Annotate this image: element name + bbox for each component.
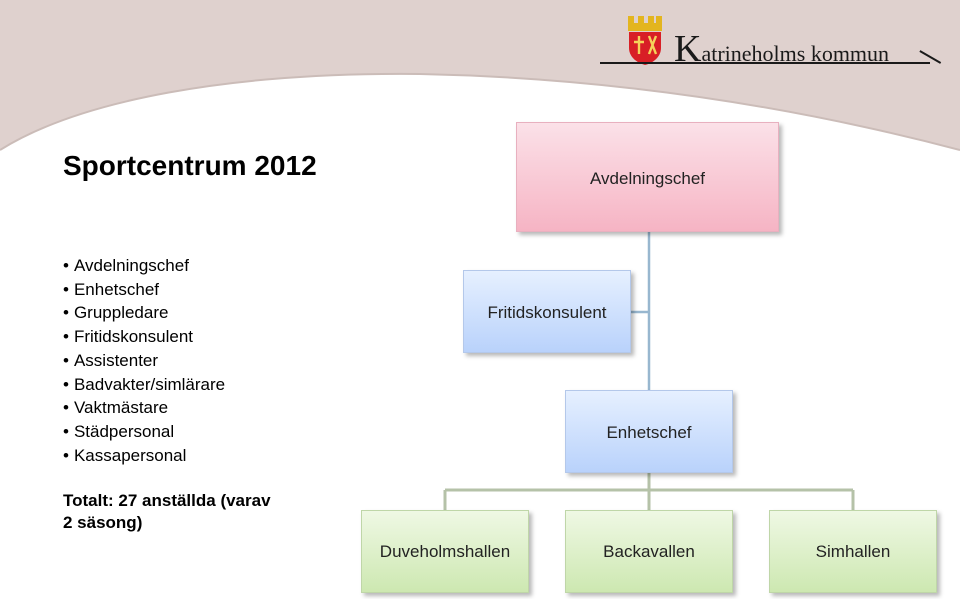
node-label: Enhetschef — [606, 423, 692, 442]
brand-initial: K — [674, 28, 702, 70]
role-item: Kassapersonal — [63, 444, 225, 468]
node-label: Fritidskonsulent — [487, 303, 607, 322]
role-item: Fritidskonsulent — [63, 325, 225, 349]
node-backavallen: Backavallen — [565, 510, 733, 593]
brand-rest: atrineholms kommun — [701, 41, 890, 66]
role-item: Assistenter — [63, 349, 225, 373]
node-label: Duveholmshallen — [379, 542, 511, 561]
total-line-2: 2 säsong) — [63, 513, 143, 532]
node-avdelningschef: Avdelningschef — [516, 122, 779, 232]
brand-underline — [600, 62, 930, 64]
node-fritidskonsulent: Fritidskonsulent — [463, 270, 631, 353]
crest-icon — [628, 16, 662, 65]
role-item: Badvakter/simlärare — [63, 373, 225, 397]
role-item: Vaktmästare — [63, 396, 225, 420]
role-item: Enhetschef — [63, 278, 225, 302]
role-list: Avdelningschef Enhetschef Gruppledare Fr… — [63, 254, 225, 467]
total-line-1: Totalt: 27 anställda (varav — [63, 491, 271, 510]
brand-name: Katrineholms kommun — [674, 30, 889, 68]
page-title: Sportcentrum 2012 — [63, 150, 317, 181]
node-label: Avdelningschef — [590, 169, 705, 188]
municipality-logo: Katrineholms kommun — [600, 14, 945, 70]
total-staff: Totalt: 27 anställda (varav 2 säsong) — [63, 490, 271, 534]
node-label: Backavallen — [603, 542, 695, 561]
node-enhetschef: Enhetschef — [565, 390, 733, 473]
node-duveholmshallen: Duveholmshallen — [361, 510, 529, 593]
role-item: Avdelningschef — [63, 254, 225, 278]
role-item: Städpersonal — [63, 420, 225, 444]
node-label: Simhallen — [815, 542, 891, 561]
node-simhallen: Simhallen — [769, 510, 937, 593]
role-item: Gruppledare — [63, 301, 225, 325]
